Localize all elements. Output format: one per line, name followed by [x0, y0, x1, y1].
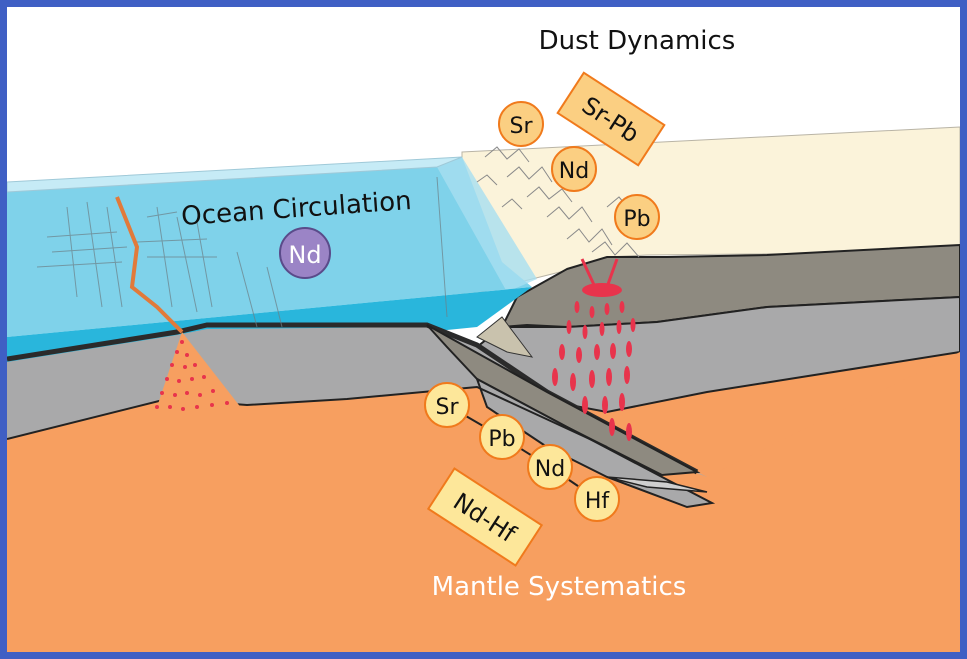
dust-sr-badge: Sr [498, 101, 544, 147]
slab-tip [606, 476, 708, 493]
dust-nd-text: Nd [559, 159, 589, 184]
mantle-pb-text: Pb [488, 427, 515, 452]
volcano [580, 258, 622, 297]
mantle-sr-text: Sr [435, 395, 459, 420]
mountain-range [476, 146, 648, 258]
mantle-hf-badge: Hf [574, 476, 620, 522]
mantle-systematics-label: Mantle Systematics [432, 572, 687, 602]
ocean-shelf-face [437, 157, 537, 292]
ridge-magma-dots [155, 340, 229, 411]
ocean-surface [7, 156, 463, 193]
dust-sr-text: Sr [509, 114, 533, 139]
ridge-dike [115, 196, 184, 334]
lithosphere-base [7, 385, 608, 448]
dust-pb-badge: Pb [614, 194, 660, 240]
mantle-isotope-chain [446, 404, 598, 500]
dust-dynamics-label: Dust Dynamics [539, 26, 736, 56]
mantle-nd-badge: Nd [527, 444, 573, 490]
mantle-nd-text: Nd [535, 457, 565, 482]
ocean-nd-badge: Nd [279, 227, 331, 279]
mantle-hf-text: Hf [585, 489, 611, 514]
ocean-nd-text: Nd [288, 241, 321, 269]
arc-magma-drops [552, 301, 636, 441]
mantle-pb-badge: Pb [479, 414, 525, 460]
geodynamics-diagram: Dust Dynamics Ocean Circulation Mantle S… [7, 7, 960, 652]
ocean-current-lines [36, 176, 448, 328]
accretionary-wedge [476, 316, 534, 358]
dust-nd-badge: Nd [551, 146, 597, 192]
mantle-sr-badge: Sr [424, 382, 470, 428]
dust-pb-text: Pb [623, 207, 650, 232]
